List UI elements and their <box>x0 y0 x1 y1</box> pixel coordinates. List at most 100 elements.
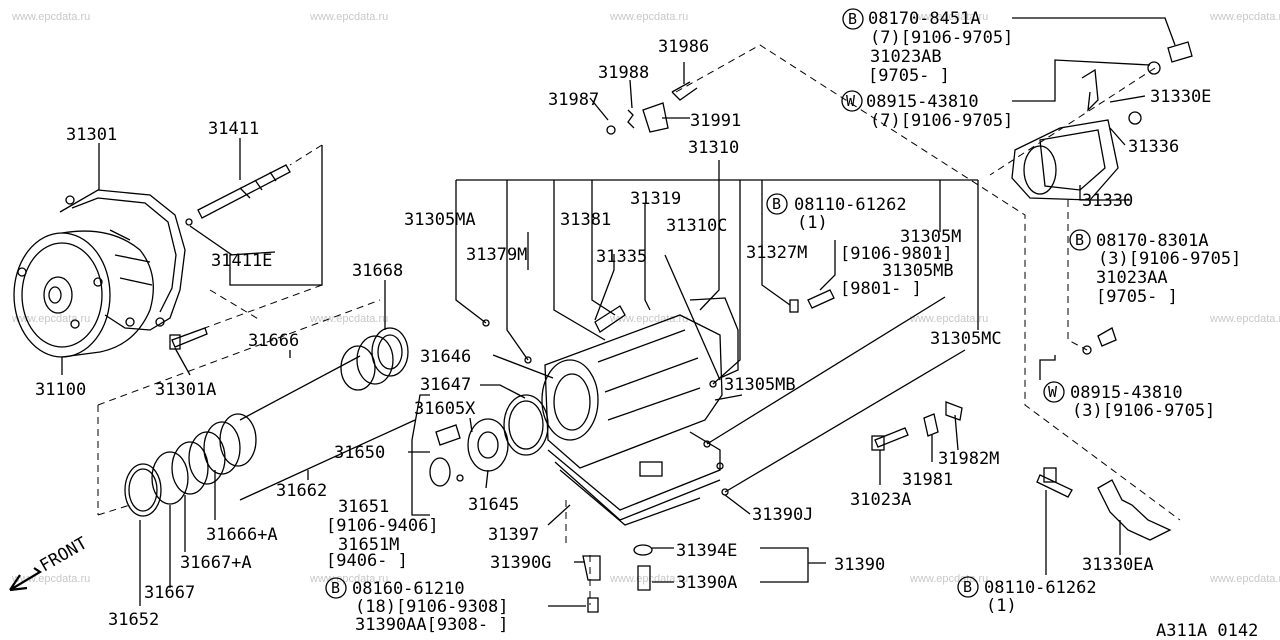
part-label: [9801- ] <box>840 279 922 299</box>
part-label: (7)[9106-9705] <box>870 28 1013 48</box>
part-labels: 31301 31411 31411E 31100 31301A 31668 31… <box>35 8 1258 640</box>
drawing-right-small-parts <box>871 401 963 451</box>
part-label: (18)[9106-9308] <box>355 597 509 617</box>
part-label: (3)[9106-9705] <box>1098 249 1241 269</box>
part-label: 08915-43810 <box>1070 383 1183 403</box>
part-label: [9705- ] <box>1096 287 1178 307</box>
part-label: [9106-9406] <box>326 516 439 536</box>
part-label: 08170-8451A <box>868 9 981 29</box>
part-label: (1) <box>986 596 1017 616</box>
watermark: www.epcdata.ru <box>909 313 988 325</box>
part-label: 31100 <box>35 380 86 400</box>
part-label: 31666+A <box>206 525 278 545</box>
bolt-b-badge: B <box>848 10 857 28</box>
watermark: www.epcdata.ru <box>909 573 988 585</box>
part-label: 08160-61210 <box>352 579 465 599</box>
watermark: www.epcdata.ru <box>11 11 90 23</box>
watermark: www.epcdata.ru <box>11 573 90 585</box>
part-label: 31394E <box>676 541 737 561</box>
washer-w-badge: W <box>846 92 856 110</box>
part-label: 31319 <box>630 189 681 209</box>
part-label: 31666 <box>248 331 299 351</box>
part-label: 31330E <box>1150 87 1211 107</box>
part-label: (3)[9106-9705] <box>1072 401 1215 421</box>
drawing-converter-housing <box>59 189 186 331</box>
part-label: [9106-9801] <box>840 244 953 264</box>
part-label: [9705- ] <box>868 66 950 86</box>
part-label: 31390A <box>676 573 737 593</box>
part-label: 31605X <box>414 399 476 419</box>
part-label: (7)[9106-9705] <box>870 111 1013 131</box>
leader-lines <box>61 17 1181 607</box>
watermark: www.epcdata.ru <box>1209 11 1280 23</box>
part-label: 31390 <box>834 555 885 575</box>
part-label: 31651 <box>338 497 389 517</box>
part-label: 31390AA[9308- ] <box>355 615 509 635</box>
bolt-b-badge: B <box>772 195 781 213</box>
part-label: 31305MC <box>930 329 1002 349</box>
part-label: 31023AA <box>1096 268 1168 288</box>
drawing-clutch-pack <box>97 299 416 517</box>
part-label: 31390J <box>752 505 813 525</box>
part-label: 31987 <box>548 90 599 110</box>
part-label: 31647 <box>420 375 471 395</box>
part-label: 31981 <box>902 470 953 490</box>
drawing-rear-extension <box>1011 41 1193 201</box>
part-label: 31336 <box>1128 137 1179 157</box>
drawing-rear-bolts <box>1036 327 1172 541</box>
watermark: www.epcdata.ru <box>609 313 688 325</box>
part-label: 31986 <box>658 37 709 57</box>
part-label: 31305MB <box>724 375 796 395</box>
watermark: www.epcdata.ru <box>609 11 688 23</box>
part-label: 31646 <box>420 347 471 367</box>
washer-w-badge: W <box>1048 383 1058 401</box>
part-label: 31662 <box>276 481 327 501</box>
part-label: 31667 <box>144 583 195 603</box>
front-label: FRONT <box>37 533 91 576</box>
bolt-b-badge: B <box>331 579 340 597</box>
part-label: 31390G <box>490 553 551 573</box>
drawing-transmission-case <box>541 297 739 526</box>
part-label: 31667+A <box>180 553 252 573</box>
part-label: 31650 <box>334 443 385 463</box>
drawing-bolt-31301a <box>169 327 208 350</box>
part-label: 31327M <box>746 243 807 263</box>
part-label: 31411E <box>211 251 272 271</box>
part-label: 31988 <box>598 63 649 83</box>
part-label: 31330 <box>1082 191 1133 211</box>
diagram-code: A311A 0142 <box>1156 621 1258 640</box>
part-label: 31397 <box>488 525 539 545</box>
part-label: 31668 <box>352 261 403 281</box>
watermark: www.epcdata.ru <box>909 11 988 23</box>
part-label: 31381 <box>560 210 611 230</box>
part-label: 31982M <box>938 449 999 469</box>
part-label: (1) <box>797 213 828 233</box>
part-label: 31305MA <box>404 210 476 230</box>
part-label: 31301A <box>155 380 216 400</box>
watermark: www.epcdata.ru <box>309 11 388 23</box>
part-label: 31652 <box>108 610 159 630</box>
part-label: 31023AB <box>870 47 942 67</box>
part-label: 08170-8301A <box>1096 231 1209 251</box>
part-label: 31411 <box>208 119 259 139</box>
part-label: 31379M <box>466 245 527 265</box>
part-label: 31645 <box>468 495 519 515</box>
part-label: 31991 <box>690 111 741 131</box>
part-label: 08110-61262 <box>794 195 907 215</box>
part-label: 31651M <box>338 535 399 555</box>
part-label: 08110-61262 <box>984 578 1097 598</box>
part-label: 31305M <box>900 227 961 247</box>
part-label: 31023A <box>850 490 911 510</box>
drawing-pan-parts <box>565 500 653 613</box>
watermark: www.epcdata.ru <box>1209 313 1280 325</box>
part-label: 31310C <box>666 216 727 236</box>
part-label: 31305MB <box>882 261 954 281</box>
drawing-torque-converter <box>13 230 154 358</box>
part-label: 31335 <box>596 247 647 267</box>
bolt-b-badge: B <box>963 578 972 596</box>
watermarks: www.epcdata.ru www.epcdata.ru www.epcdat… <box>11 11 1280 585</box>
bolt-b-badge: B <box>1075 231 1084 249</box>
drawing-input-shaft <box>185 164 291 226</box>
watermark: www.epcdata.ru <box>11 313 90 325</box>
